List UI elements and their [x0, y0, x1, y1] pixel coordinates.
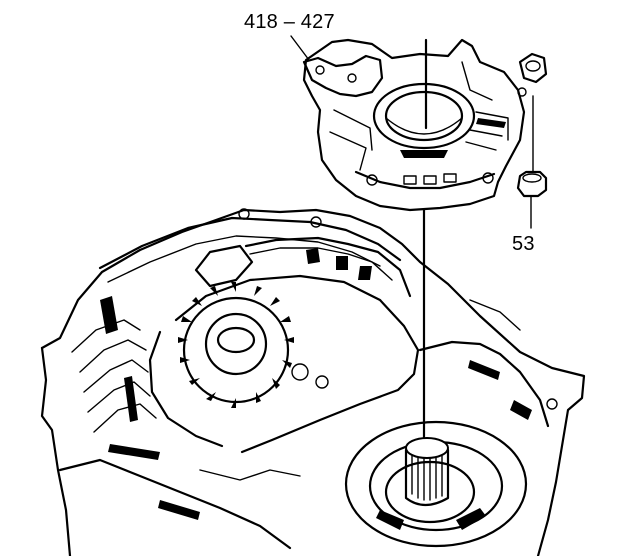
valve-passage [87, 381, 151, 413]
callout-53: 53 [512, 233, 535, 255]
bolt-53-top-face [522, 173, 542, 183]
case-bolt [546, 398, 558, 410]
output-shaft-assembly [344, 420, 528, 548]
flange-bolt-hole [482, 172, 494, 184]
diff-bore-outer [344, 420, 528, 548]
case-top-rim [98, 216, 402, 270]
case-top-rim-inner [107, 235, 381, 283]
bolt-head-top [518, 52, 548, 84]
cover-shadow [400, 150, 448, 158]
cover-assembly [302, 38, 527, 212]
cover-rib [461, 61, 493, 101]
flange-slot [403, 175, 417, 185]
valve-shadow [108, 444, 160, 460]
bolt-head-recess [525, 60, 541, 72]
shaft-spline [404, 448, 450, 507]
flange-slot [423, 175, 437, 185]
cover-rib [475, 111, 509, 141]
cover-bracket [302, 54, 384, 98]
diff-shadow [376, 508, 486, 530]
case-bolt [310, 216, 322, 228]
cover-bore-inner [384, 90, 464, 142]
cover-housing-outline [302, 38, 526, 212]
case-lower-edge [58, 458, 292, 550]
bolt-53 [516, 52, 548, 198]
sprocket-hub [204, 312, 268, 376]
case-outline-right [40, 208, 586, 556]
shaft-splines [411, 455, 443, 501]
callout-418-427: 418 – 427 [244, 11, 335, 33]
valve-shadow [100, 296, 118, 334]
bracket-bolt-hole [315, 65, 325, 75]
chain-housing [174, 274, 420, 454]
case-shadow [468, 360, 500, 380]
cover-bore-outer [372, 82, 476, 150]
flange-bolt-hole [366, 174, 378, 186]
wiring-harness [244, 236, 412, 298]
cover-rib [333, 109, 373, 151]
case-bolt [291, 363, 309, 381]
wiring-harness-inner [249, 247, 393, 281]
shaft-top [405, 437, 449, 459]
flange-bolt-hole [517, 87, 527, 97]
cover-rib [465, 141, 497, 151]
bracket-bolt-hole [347, 73, 357, 83]
case-bolt [238, 208, 250, 220]
case-plate-right [418, 340, 550, 428]
leader-418-427 [290, 35, 310, 61]
valve-passage [79, 339, 147, 373]
sprocket-teeth [178, 282, 294, 408]
case-lower-rib [199, 469, 301, 481]
bolt-53-part [516, 170, 548, 198]
valve-passage [83, 359, 149, 393]
valve-passage [93, 403, 157, 433]
chain-housing-left [148, 330, 224, 448]
cover-rib [329, 131, 367, 171]
harness-clips [306, 248, 372, 280]
case-boss [194, 244, 254, 288]
case-shadow [158, 500, 200, 520]
drive-sprocket [178, 282, 294, 408]
cover-rib [469, 129, 503, 137]
sprocket-bore [216, 326, 256, 354]
valve-body-left [71, 296, 160, 460]
case-shadow [510, 400, 532, 420]
flange-slot [443, 173, 457, 183]
case-outline-left [40, 346, 72, 556]
transaxle-case [40, 208, 586, 556]
valve-shadow [124, 376, 138, 422]
cover-flange [354, 170, 496, 190]
cover-shadow [476, 118, 506, 128]
case-bolt [315, 375, 329, 389]
case-rib-right [469, 299, 521, 331]
cover-bore-lip [385, 117, 463, 135]
